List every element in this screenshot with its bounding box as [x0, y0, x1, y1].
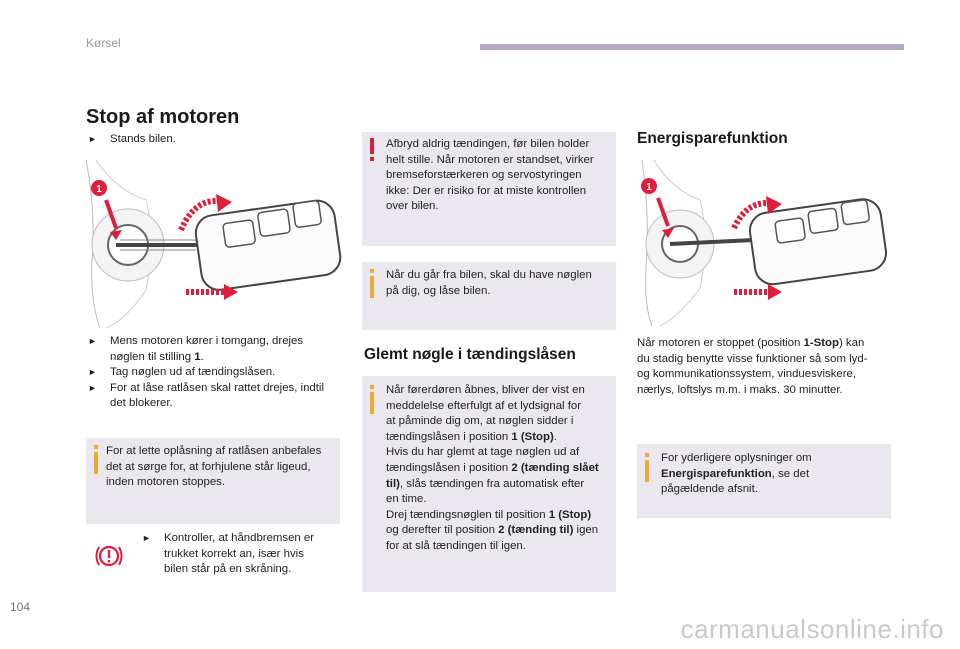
info-icon	[645, 453, 649, 457]
page-title: Stop af motoren	[86, 106, 240, 128]
watermark: carmanualsonline.info	[680, 614, 944, 644]
list-item: ►Tag nøglen ud af tændingslåsen.	[88, 365, 324, 381]
list-item: nøglen til stilling 1.	[110, 350, 204, 363]
bullet-marker-icon: ►	[142, 533, 151, 543]
callout-number-badge: 1	[646, 182, 652, 193]
callout-number-badge: 1	[96, 184, 102, 195]
bullet-marker-icon: ►	[88, 367, 97, 378]
key-ignition-illustration: 1	[86, 159, 342, 329]
energy-saving-text: Når motoren er stoppet (position 1-Stop)…	[637, 337, 868, 396]
bullet-marker-icon: ►	[88, 382, 97, 393]
list-item: det blokerer.	[110, 397, 173, 410]
warning-box: Afbryd aldrig tændingen, før bilen holde…	[362, 132, 616, 246]
info-box-energy-saving: For yderligere oplysninger om Energispar…	[637, 444, 891, 518]
parking-brake-warning-icon	[95, 545, 123, 567]
info-icon	[94, 445, 98, 449]
section-accent-bar	[480, 44, 904, 50]
page-number: 104	[10, 600, 31, 614]
forgotten-key-title: Glemt nøgle i tændingslåsen	[364, 346, 576, 363]
list-item: ►Mens motoren kører i tomgang, drejes	[88, 334, 324, 350]
stop-steps: ►Mens motoren kører i tomgang, drejes nø…	[88, 334, 324, 412]
parking-brake-step: ►Kontroller, at håndbremsen er trukket k…	[142, 532, 315, 576]
info-box-key: Når du går fra bilen, skal du have nøgle…	[362, 262, 616, 330]
key-ignition-illustration-2: 1	[641, 159, 888, 327]
info-icon	[370, 385, 374, 389]
stop-step-1: ►Stands bilen.	[88, 132, 176, 148]
energy-saving-title: Energisparefunktion	[637, 130, 788, 147]
info-box-steering-lock: For at lette oplåsning af ratlåsen anbef…	[86, 438, 340, 524]
list-item: ►For at låse ratlåsen skal rattet drejes…	[88, 381, 324, 397]
exclamation-icon	[370, 138, 374, 154]
info-icon	[370, 269, 374, 273]
bullet-marker-icon: ►	[88, 134, 97, 144]
bullet-marker-icon: ►	[88, 336, 97, 346]
section-label: Kørsel	[86, 36, 121, 50]
info-box-forgotten-key: Når førerdøren åbnes, bliver der vist en…	[362, 376, 616, 592]
